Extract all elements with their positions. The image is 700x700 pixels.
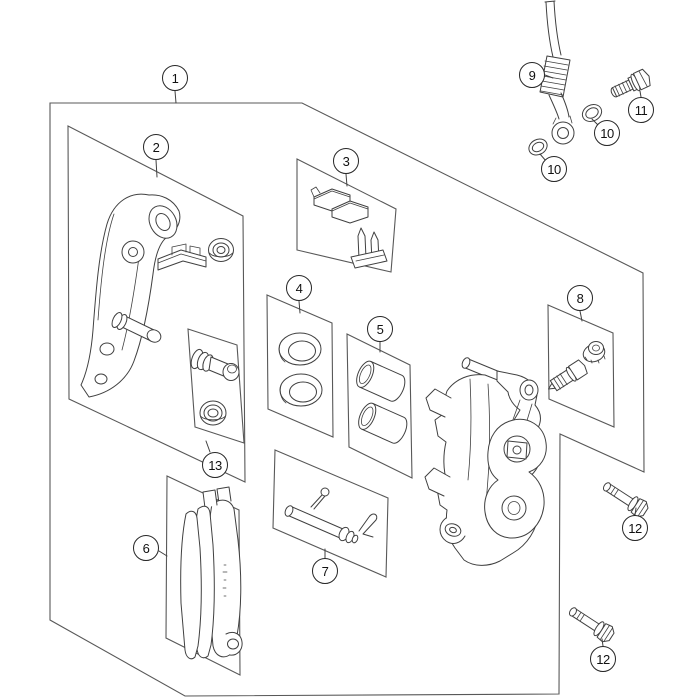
callout-10-upper-label: 10 xyxy=(600,125,614,141)
bleeder-cap xyxy=(582,341,606,364)
callout-6-label: 6 xyxy=(142,540,150,556)
callout-4-label: 4 xyxy=(295,280,303,296)
callout-12-upper: 12 xyxy=(622,515,648,541)
callout-6: 6 xyxy=(133,535,159,561)
callout-3-label: 3 xyxy=(342,153,350,169)
callout-10-lower: 10 xyxy=(541,156,567,182)
callout-1: 1 xyxy=(162,65,188,91)
box-7 xyxy=(272,449,389,578)
callout-3: 3 xyxy=(333,148,359,174)
callout-9-label: 9 xyxy=(528,67,536,83)
box-8 xyxy=(547,304,615,428)
guide-pin xyxy=(111,312,162,343)
callout-13: 13 xyxy=(202,452,228,478)
frame-box-1 xyxy=(49,102,645,697)
brake-hose xyxy=(539,0,575,145)
r-clip xyxy=(358,513,378,538)
banjo-bolt xyxy=(610,68,651,98)
box-13 xyxy=(187,328,245,444)
callout-9: 9 xyxy=(519,62,545,88)
sealing-washer-upper xyxy=(581,104,603,122)
callout-12-upper-label: 12 xyxy=(628,520,642,536)
caliper-body xyxy=(424,357,547,566)
callout-7-label: 7 xyxy=(321,563,329,579)
pin-with-boot xyxy=(190,348,240,381)
piston-seals xyxy=(278,332,323,407)
callout-4: 4 xyxy=(286,275,312,301)
caliper-bracket xyxy=(80,193,234,398)
pad-pin xyxy=(284,505,359,544)
pad-retainer-clip xyxy=(157,243,207,271)
box-4 xyxy=(266,294,334,438)
callout-11: 11 xyxy=(628,97,654,123)
sealing-washer-lower xyxy=(528,138,548,156)
callout-12-lower: 12 xyxy=(590,646,616,672)
brake-pads xyxy=(180,486,243,660)
mount-bolt-upper xyxy=(599,477,651,520)
leader-lines xyxy=(155,74,642,647)
pistons xyxy=(356,360,408,444)
box-2 xyxy=(67,125,246,483)
box-5 xyxy=(346,333,413,479)
callout-10-upper: 10 xyxy=(594,120,620,146)
callout-1-label: 1 xyxy=(171,70,179,86)
spring-plates xyxy=(310,186,369,224)
mount-bolt-lower xyxy=(565,602,617,645)
callout-7: 7 xyxy=(312,558,338,584)
threaded-plug xyxy=(208,238,234,262)
callout-8-label: 8 xyxy=(576,290,584,306)
callout-2-label: 2 xyxy=(152,139,160,155)
callout-11-label: 11 xyxy=(634,102,648,118)
callout-5: 5 xyxy=(367,316,393,342)
bleeder-screw xyxy=(548,359,588,392)
spring-clips xyxy=(350,227,388,269)
cotter-pin xyxy=(310,487,330,510)
box-3 xyxy=(296,158,397,273)
callout-10-lower-label: 10 xyxy=(547,161,561,177)
callout-5-label: 5 xyxy=(376,321,384,337)
bushing-plug xyxy=(199,400,227,426)
callout-8: 8 xyxy=(567,285,593,311)
box-6 xyxy=(165,475,243,676)
callout-12-lower-label: 12 xyxy=(596,651,610,667)
callout-13-label: 13 xyxy=(208,457,222,473)
callout-2: 2 xyxy=(143,134,169,160)
